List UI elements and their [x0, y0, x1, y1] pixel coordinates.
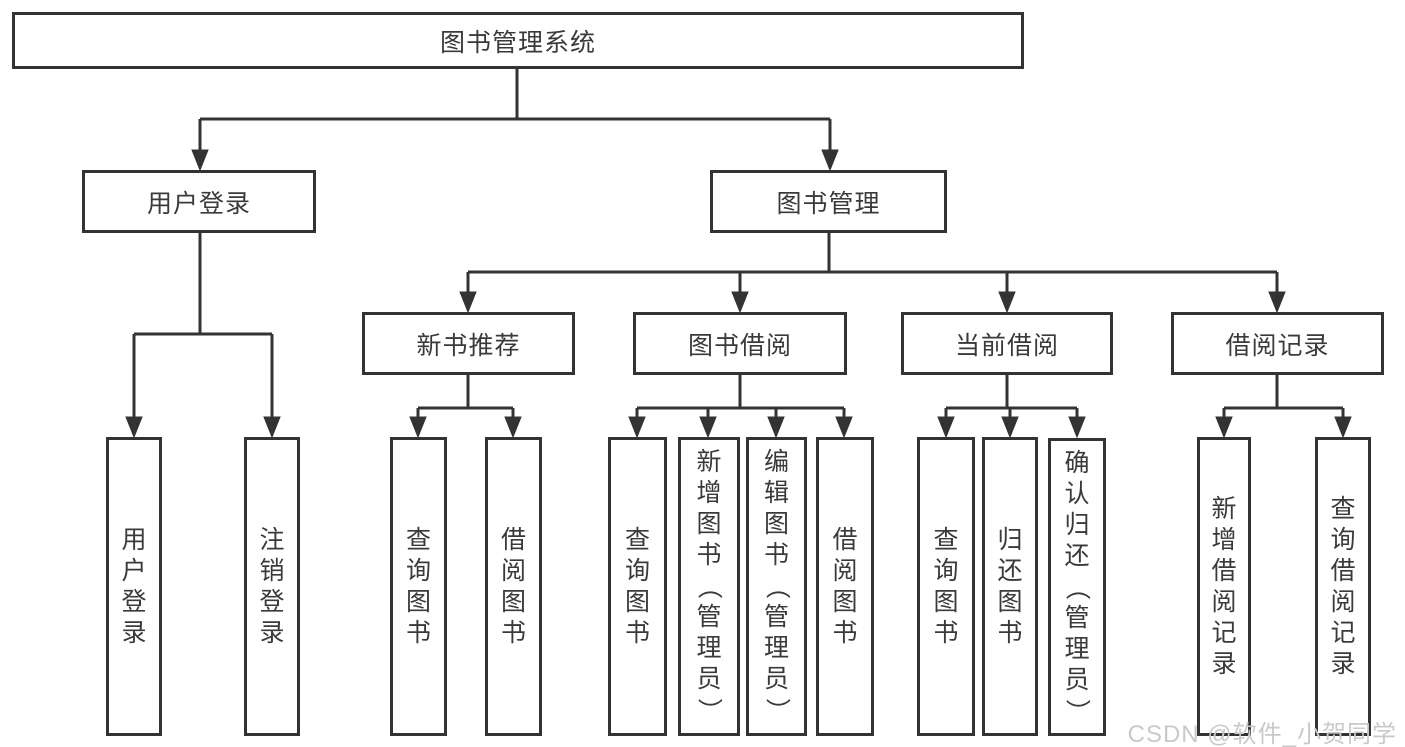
node-leaf-query-books-3: 查询图书 — [917, 437, 975, 736]
node-new-book-recommend: 新书推荐 — [362, 312, 575, 375]
node-book-borrow: 图书借阅 — [633, 312, 847, 375]
node-borrow-records: 借阅记录 — [1171, 312, 1384, 375]
node-leaf-add-borrow-record: 新增借阅记录 — [1197, 437, 1251, 736]
node-leaf-user-login: 用户登录 — [106, 437, 162, 736]
node-leaf-edit-books-admin: 编辑图书（管理员） — [746, 437, 807, 736]
node-user-login: 用户登录 — [82, 170, 316, 233]
node-leaf-confirm-return-admin: 确认归还（管理员） — [1048, 438, 1106, 736]
node-leaf-query-books-1: 查询图书 — [390, 437, 447, 736]
node-book-management: 图书管理 — [710, 170, 947, 233]
node-leaf-borrow-books-2: 借阅图书 — [816, 437, 874, 736]
node-leaf-query-books-2: 查询图书 — [608, 437, 667, 736]
node-leaf-logout: 注销登录 — [244, 437, 300, 736]
node-current-borrow: 当前借阅 — [901, 312, 1113, 375]
node-leaf-add-books-admin: 新增图书（管理员） — [678, 437, 740, 736]
csdn-watermark: CSDN @软件_小贺同学 — [1127, 721, 1397, 747]
node-root: 图书管理系统 — [12, 12, 1024, 69]
node-leaf-query-borrow-record: 查询借阅记录 — [1315, 437, 1371, 736]
node-leaf-return-books: 归还图书 — [982, 437, 1038, 736]
node-leaf-borrow-books-1: 借阅图书 — [485, 437, 542, 736]
